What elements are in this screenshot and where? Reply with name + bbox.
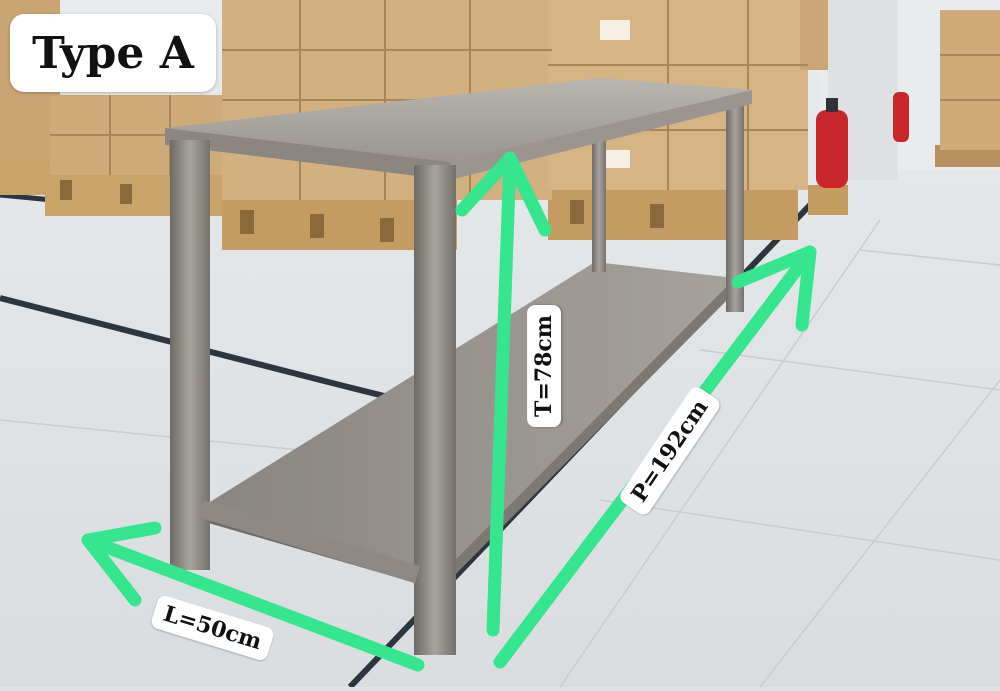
floor-tiles — [0, 219, 1000, 688]
width-arrow — [81, 533, 425, 672]
steel-table — [165, 78, 752, 655]
height-arrow-head — [455, 151, 552, 237]
type-title: Type A — [10, 14, 216, 92]
height-arrow — [486, 151, 517, 637]
height-label: T=78cm — [527, 304, 562, 428]
back-leg-left — [592, 132, 606, 272]
width-arrow-head — [81, 521, 162, 607]
table-top — [165, 78, 752, 162]
fire-extinguisher-icon — [816, 92, 909, 188]
length-arrow-head — [731, 245, 817, 332]
front-leg-left — [170, 140, 210, 570]
front-leg-right — [414, 165, 456, 655]
lower-shelf — [205, 262, 735, 575]
back-leg-right — [726, 92, 744, 312]
